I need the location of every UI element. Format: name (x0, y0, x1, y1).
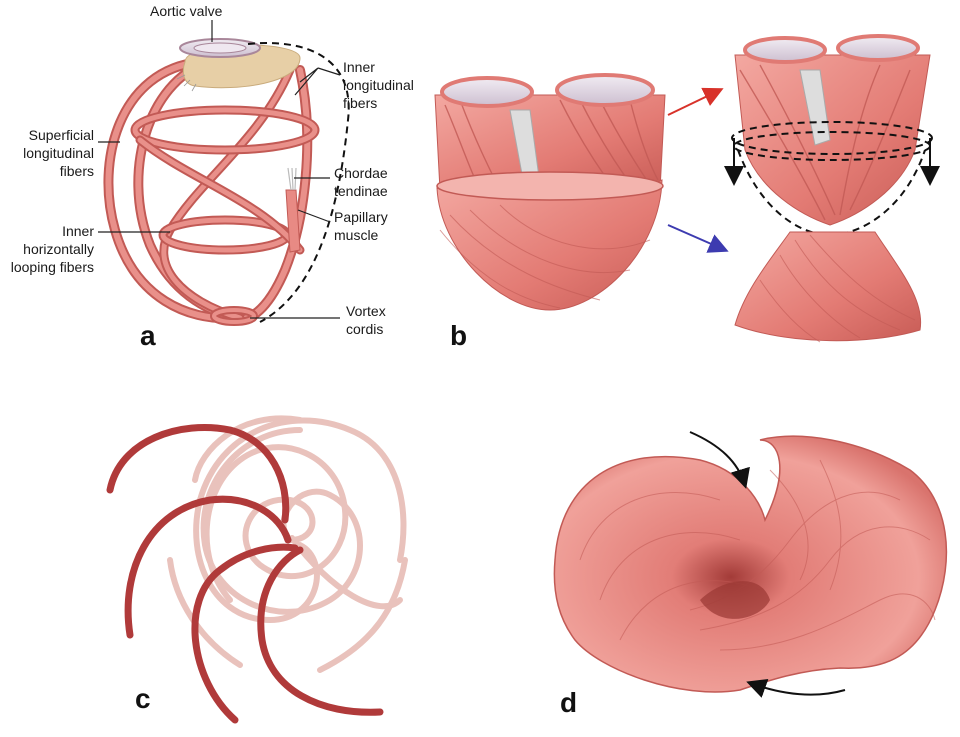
swirl-striations (579, 459, 936, 651)
label-inner-horizontal-1: Inner (62, 223, 94, 239)
label-aortic-valve: Aortic valve (150, 3, 223, 19)
swirl-body (553, 435, 948, 693)
swirl-center-shadow (700, 581, 770, 619)
valve-left-b (440, 76, 534, 108)
panel-a-heart-fibers: Aortic valve Inner longitudinal fibers S… (11, 3, 414, 351)
aortic-valve-drawing (179, 38, 261, 58)
label-superficial-3: fibers (60, 163, 94, 179)
panel-letter-c: c (135, 683, 151, 714)
leader-papillary (297, 209, 331, 223)
panel-letter-b: b (450, 320, 467, 351)
label-chordae-2: tendinae (334, 183, 388, 199)
helix-upper-right (734, 34, 931, 226)
dark-spirals (106, 424, 384, 724)
red-arrow (667, 87, 724, 116)
apical-loop-left (436, 171, 664, 311)
dashed-outline-a (247, 42, 350, 323)
panel-letter-d: d (560, 687, 577, 718)
label-inner-horizontal-2: horizontally (23, 241, 94, 257)
label-inner-longitudinal-2: longitudinal (343, 77, 414, 93)
valve-right-upper-left (743, 36, 827, 64)
label-superficial-2: longitudinal (23, 145, 94, 161)
leader-inner-longitudinal (294, 67, 341, 96)
panel-c-spiral-diagram: c (106, 415, 408, 724)
inner-horizontally-looping-fibers (130, 105, 320, 255)
label-inner-horizontal-3: looping fibers (11, 259, 94, 275)
panel-d-unrolled-heart: d (553, 431, 948, 718)
label-vortex-2: cordis (346, 321, 383, 337)
valve-right-upper-right (836, 34, 920, 62)
label-inner-longitudinal-1: Inner (343, 59, 375, 75)
label-vortex-1: Vortex (346, 303, 386, 319)
panel-letter-a: a (140, 320, 156, 351)
helix-lower-right (734, 231, 922, 343)
curved-arrow-top (689, 431, 750, 489)
curved-arrow-bottom (746, 679, 846, 698)
panel-b-ventricular-band: b (434, 34, 940, 351)
valve-right-b (555, 73, 655, 107)
papillary-muscle-drawing (285, 167, 301, 253)
vortex-cordis (210, 306, 258, 326)
label-papillary-1: Papillary (334, 209, 388, 225)
label-inner-longitudinal-3: fibers (343, 95, 377, 111)
blue-arrow (667, 224, 729, 253)
label-superficial-1: Superficial (29, 127, 94, 143)
papillary-right-b (799, 69, 831, 146)
label-papillary-2: muscle (334, 227, 379, 243)
label-chordae-1: Chordae (334, 165, 388, 181)
